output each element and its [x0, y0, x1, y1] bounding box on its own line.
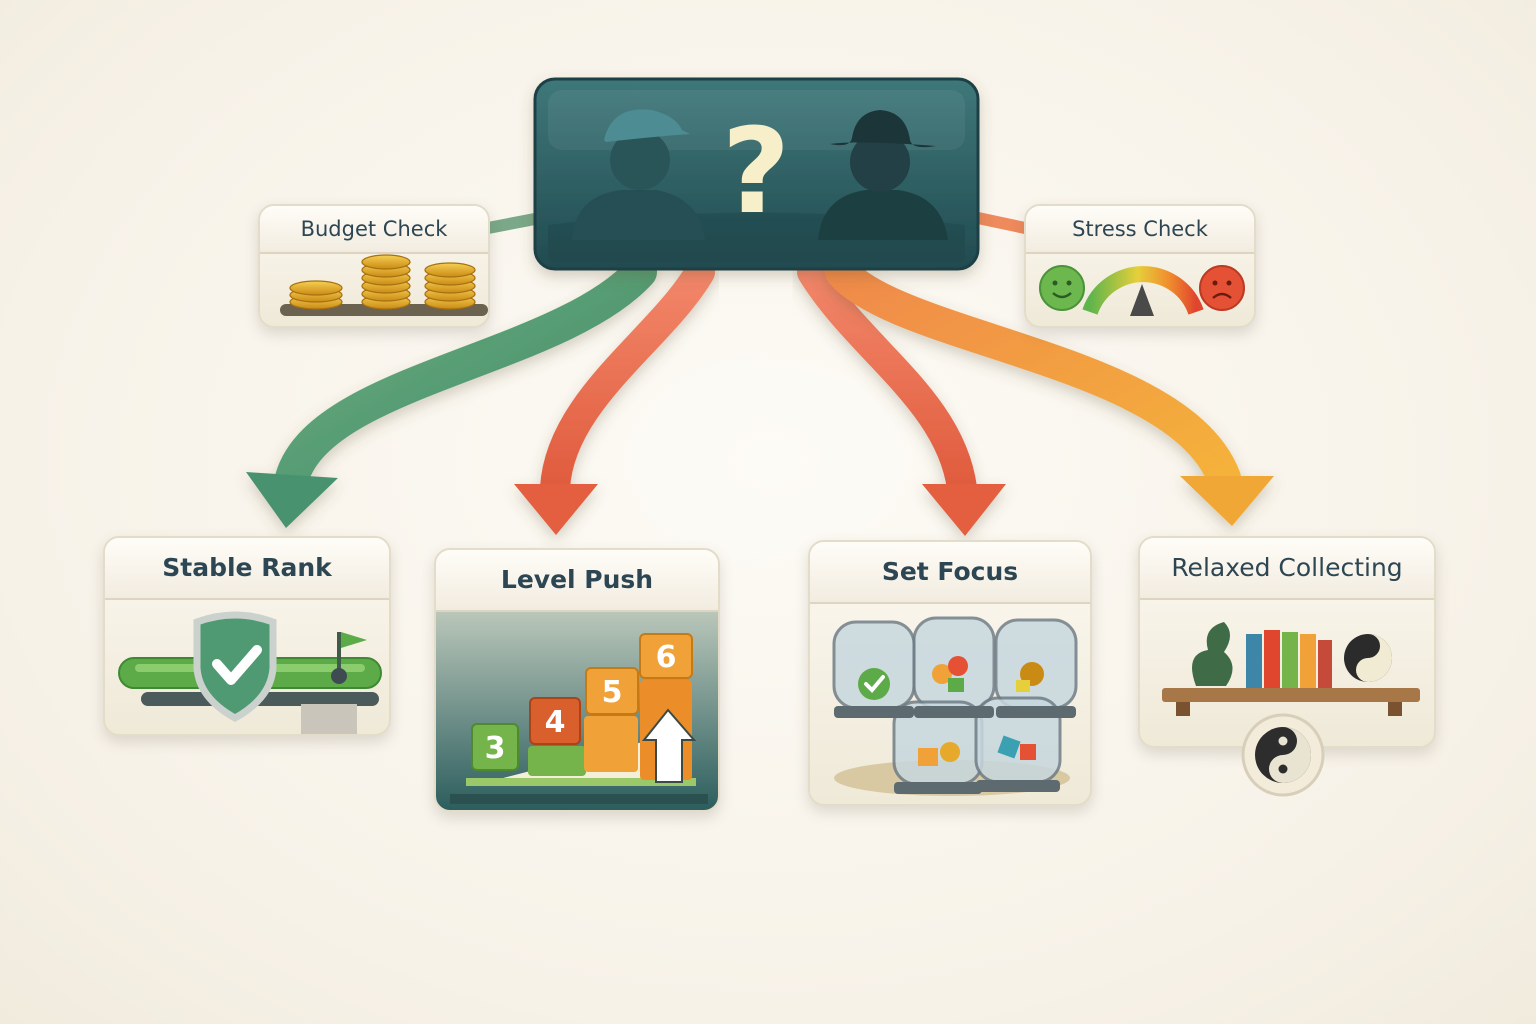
sad-face-icon: [1199, 265, 1245, 311]
stress-gauge-icon: [1039, 265, 1245, 316]
budget-check-label: Budget Check: [260, 206, 488, 254]
capsule-jars-icon: [832, 616, 1078, 796]
relaxed-collecting-label: Relaxed Collecting: [1140, 538, 1434, 600]
coin-stacks-icon: [280, 254, 488, 316]
relaxed-collecting-card: Relaxed Collecting: [1138, 536, 1436, 748]
set-focus-card: Set Focus: [808, 540, 1092, 806]
shield-check-icon: [118, 611, 382, 734]
shelf-yin-yang-icon: [1162, 622, 1420, 716]
yin-yang-icon: [1241, 713, 1325, 797]
budget-check-card: Budget Check: [258, 204, 490, 328]
stress-connector: [972, 212, 1031, 234]
step-6: 6: [656, 640, 677, 675]
question-mark: ?: [722, 102, 790, 240]
stress-check-label: Stress Check: [1026, 206, 1254, 254]
decision-box: ?: [533, 77, 980, 271]
arrow-relaxed-collecting: [825, 255, 1274, 526]
step-5: 5: [602, 675, 623, 710]
level-push-card: Level Push 3 4 5 6: [434, 548, 720, 812]
step-4: 4: [545, 705, 566, 740]
stable-rank-label: Stable Rank: [105, 538, 389, 600]
person-hat-icon: [818, 110, 948, 240]
arrow-stable-rank: [246, 255, 657, 528]
stable-rank-card: Stable Rank: [103, 536, 391, 736]
set-focus-label: Set Focus: [810, 542, 1090, 604]
level-push-label: Level Push: [436, 550, 718, 612]
happy-face-icon: [1039, 265, 1085, 311]
level-steps-icon: 3 4 5 6: [450, 633, 708, 804]
step-3: 3: [485, 731, 506, 766]
stress-check-card: Stress Check: [1024, 204, 1256, 328]
arrow-level-push: [514, 257, 715, 535]
person-cap-icon: [572, 109, 705, 240]
budget-connector: [482, 212, 546, 234]
arrow-set-focus: [797, 257, 1006, 536]
